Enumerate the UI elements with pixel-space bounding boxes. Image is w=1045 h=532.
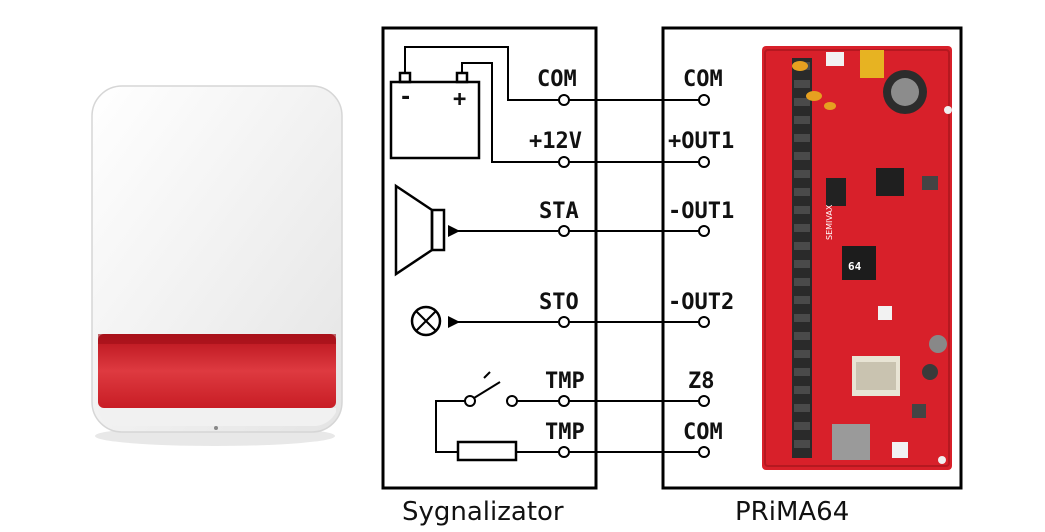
lamp-icon [410,305,442,337]
panel-terminal-minus-out1: -OUT1 [668,199,734,224]
panel-caption: PRiMA64 [735,497,849,527]
siren-red-lens [98,334,336,408]
panel-terminal-minus-out2: -OUT2 [668,290,734,315]
panel-terminal-plus-out1: +OUT1 [668,129,734,154]
siren-terminal-sto: STO [539,290,579,315]
siren-terminal-tmp-2: TMP [545,420,585,445]
connection-wires [569,99,699,453]
panel-terminal-com-2: COM [683,420,723,445]
siren-box [381,26,598,490]
battery-plus-sign: + [453,87,466,112]
panel-terminal-com: COM [683,67,723,92]
battery-icon [389,71,481,160]
siren-caption: Sygnalizator [402,497,564,527]
panel-terminal-z8: Z8 [688,369,715,394]
panel-box [661,26,963,490]
speaker-icon [394,183,446,277]
siren-terminal-tmp-1: TMP [545,369,585,394]
siren-terminal-dots [558,94,570,458]
fuse-icon [456,440,518,462]
board-chip-label: 64 [848,260,862,273]
board-brand-label: SEMIVAX [825,204,834,240]
siren-terminal-12v: +12V [529,129,582,154]
mcu-chip [842,246,876,280]
battery-minus-sign: - [399,85,412,110]
siren-photo [91,85,343,446]
siren-terminal-sta: STA [539,199,579,224]
siren-wires [404,46,564,453]
prima64-board-photo [762,46,952,470]
panel-terminal-dots [698,94,710,458]
siren-terminal-com: COM [537,67,577,92]
tamper-switch-icon [464,371,518,407]
